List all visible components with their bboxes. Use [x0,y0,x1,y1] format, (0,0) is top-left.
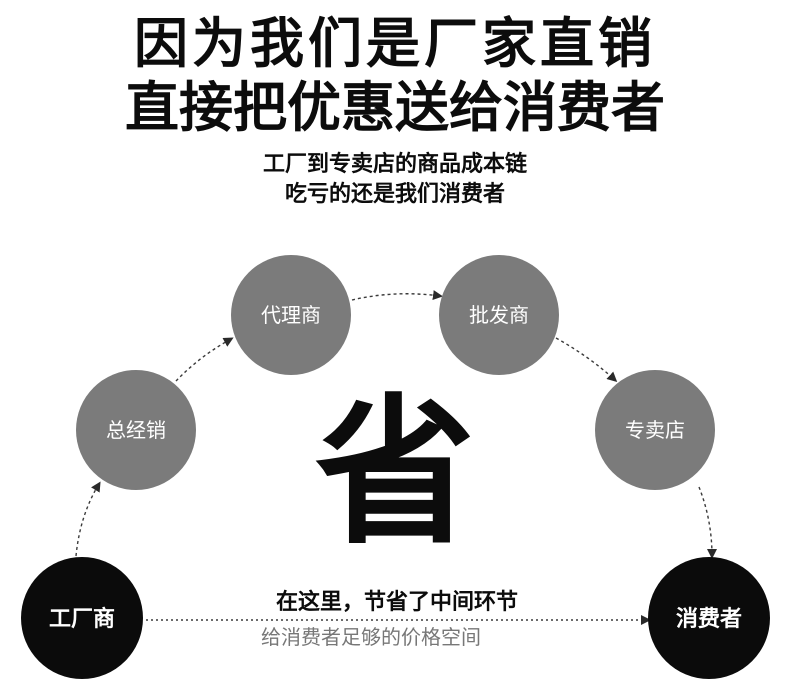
savings-headline: 在这里，节省了中间环节 [276,589,518,615]
node-wholesaler-label: 批发商 [469,303,529,327]
arrow-agent-to-wholesaler [351,290,443,301]
arrow-wholesaler-to-store [555,337,618,383]
node-wholesaler: 批发商 [439,255,559,375]
node-factory-label: 工厂商 [49,606,115,632]
savings-note: 给消费者足够的价格空间 [261,625,481,649]
subtitle-line-2: 吃亏的还是我们消费者 [284,182,505,207]
node-consumer-label: 消费者 [676,607,742,632]
node-general-distributor-label: 总经销 [106,418,166,442]
title-line-2: 直接把优惠送给消费者 [125,76,665,139]
node-store: 专卖店 [595,370,715,490]
node-factory: 工厂商 [21,557,143,679]
arrow-distributor-to-agent [175,337,234,382]
arrow-store-to-consumer [698,486,717,559]
node-agent-label: 代理商 [261,303,321,327]
title-line-1: 因为我们是厂家直销 [134,12,656,75]
node-store-label: 专卖店 [625,418,685,442]
node-agent: 代理商 [231,255,351,375]
node-consumer: 消费者 [648,557,770,679]
center-save-character: 省 [315,379,475,566]
node-general-distributor: 总经销 [76,370,196,490]
subtitle-line-1: 工厂到专卖店的商品成本链 [262,152,527,177]
arrow-factory-to-distributor [75,481,101,557]
